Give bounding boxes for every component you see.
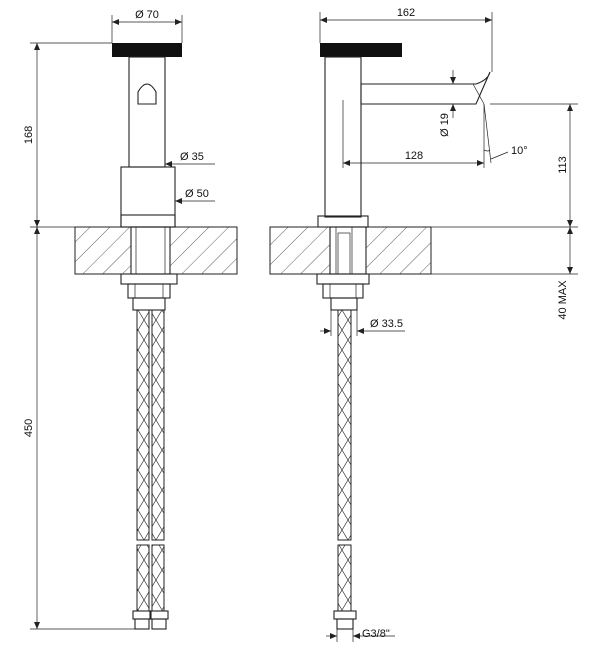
side-nut-3 [330, 297, 358, 311]
front-outlet [137, 83, 157, 105]
dim-base-diameter: Ø 50 [185, 188, 209, 200]
front-handle [112, 43, 182, 57]
dim-spout-diameter: Ø 19 [439, 113, 451, 137]
dim-hose-length: 450 [23, 419, 35, 437]
front-nut-2 [127, 283, 171, 299]
front-deck-left [74, 226, 132, 275]
front-base [120, 166, 176, 228]
dim-connection-thread: G3/8" [362, 628, 390, 640]
side-view: 162 Ø 19 128 10° 113 40 MAX Ø 33.5 [269, 7, 578, 642]
dim-deck-thickness: 40 MAX [557, 280, 569, 320]
side-base-ring [317, 215, 369, 228]
dim-overall-projection: 162 [397, 7, 415, 19]
front-fitting-left [132, 610, 152, 620]
dim-spout-reach: 128 [405, 150, 423, 162]
side-deck-right [365, 226, 432, 275]
dim-spout-height: 113 [557, 156, 569, 174]
front-hose-right-lower [151, 544, 165, 612]
side-handle [320, 43, 402, 57]
front-shank [130, 226, 171, 275]
dim-body-diameter: Ø 35 [180, 151, 204, 163]
side-body [324, 56, 362, 218]
dim-height-above-deck: 168 [23, 126, 35, 144]
side-nut-2 [322, 283, 364, 299]
side-nut-1 [316, 273, 370, 285]
side-shank [329, 226, 367, 275]
side-hose-lower [337, 544, 352, 612]
front-nut-1 [120, 273, 178, 285]
front-nut-3 [132, 297, 166, 311]
front-hose-left-lower [136, 544, 150, 612]
front-view: Ø 70 Ø 35 Ø 50 168 450 [23, 9, 238, 630]
dim-spout-angle: 10° [511, 145, 528, 157]
side-hose [337, 309, 352, 541]
dim-nut-diameter: Ø 33.5 [370, 318, 403, 330]
front-hose-right [151, 309, 165, 541]
side-deck-left [269, 226, 331, 275]
front-deck-right [169, 226, 238, 275]
side-fitting [333, 610, 357, 620]
dim-handle-diameter: Ø 70 [135, 9, 159, 21]
front-body [128, 56, 166, 168]
front-hose-left [136, 309, 150, 541]
side-spout [360, 71, 491, 105]
front-base-ring [120, 214, 176, 228]
front-fitting-right [149, 610, 169, 620]
